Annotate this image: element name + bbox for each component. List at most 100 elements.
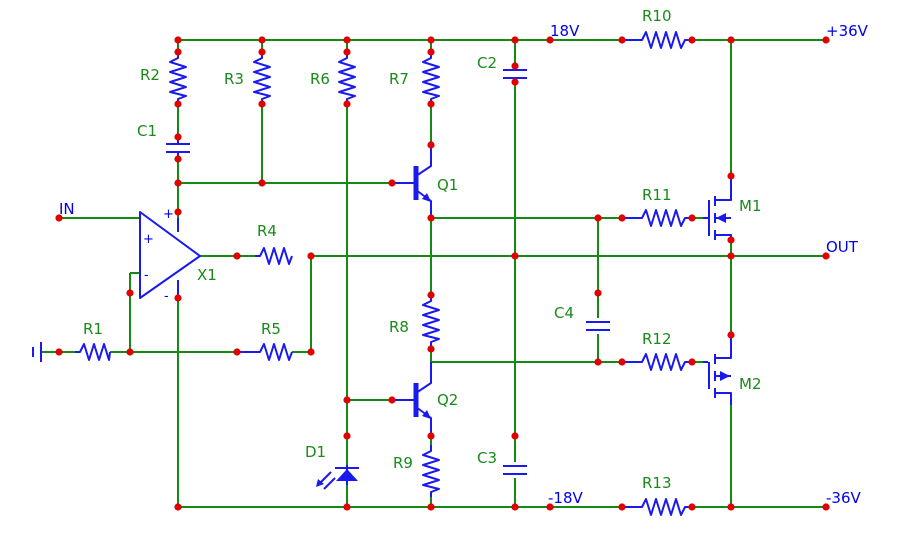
opamp-minus-input-sign: -	[144, 268, 149, 283]
label-C2: C2	[477, 54, 497, 72]
junction-dot	[258, 48, 266, 56]
junction-dot	[174, 208, 182, 216]
resistor-R9	[422, 445, 440, 497]
capacitors	[166, 69, 610, 475]
junction-dot	[727, 236, 735, 244]
label-R2: R2	[140, 66, 160, 84]
junction-dot	[343, 396, 351, 404]
label-R3: R3	[224, 70, 244, 88]
capacitor-C2	[503, 69, 527, 79]
label-R11: R11	[642, 186, 672, 204]
junction-dot	[343, 100, 351, 108]
label-C3: C3	[477, 449, 497, 467]
label-R8: R8	[389, 318, 409, 336]
opamp-X1: + - + -	[139, 207, 201, 304]
junction-dot	[174, 36, 182, 44]
net-label-in: IN	[59, 200, 75, 218]
net-label-out: OUT	[826, 238, 859, 256]
junction-dot	[511, 62, 519, 70]
junction-dot	[727, 172, 735, 180]
label-R4: R4	[257, 222, 277, 240]
junction-dot	[511, 36, 519, 44]
label-Q2: Q2	[437, 391, 458, 409]
net-label-plus36v: +36V	[826, 22, 869, 40]
junction-dot	[618, 503, 626, 511]
junction-dot	[55, 214, 63, 222]
opamp-plus-input-sign: +	[143, 232, 154, 247]
junction-dot	[343, 432, 351, 440]
label-R5: R5	[261, 320, 281, 338]
label-C1: C1	[137, 122, 157, 140]
junction-dot	[427, 503, 435, 511]
junction-dot	[174, 155, 182, 163]
bjt-Q1	[392, 145, 432, 218]
junction-dot	[258, 179, 266, 187]
resistor-R11	[622, 209, 692, 227]
label-X1: X1	[197, 266, 217, 284]
junction-dot	[174, 100, 182, 108]
junction-dot	[258, 100, 266, 108]
junction-dot	[174, 133, 182, 141]
resistor-R7	[422, 52, 440, 104]
junction-dot	[55, 348, 63, 356]
label-R6: R6	[310, 70, 330, 88]
label-Q1: Q1	[437, 176, 458, 194]
junction-dot	[233, 348, 241, 356]
junction-dot	[126, 289, 134, 297]
junction-dot	[427, 36, 435, 44]
capacitor-C4	[586, 321, 610, 331]
label-R10: R10	[642, 7, 672, 25]
junction-dot	[343, 48, 351, 56]
net-label-18v: 18V	[550, 22, 580, 40]
capacitor-C3	[503, 465, 527, 475]
junction-dot	[427, 345, 435, 353]
junction-dot	[388, 179, 396, 187]
junction-dot	[427, 214, 435, 222]
net-label-minus18v: -18V	[548, 489, 583, 507]
resistor-R10	[622, 31, 692, 49]
junction-dot	[822, 503, 830, 511]
junction-dot	[618, 214, 626, 222]
junction-dot	[546, 503, 554, 511]
label-C4: C4	[554, 304, 574, 322]
junction-dot	[343, 503, 351, 511]
component-labels: R2 R3 R6 R7 C1 C2 C3 C4 Q1 Q2 M1 M2 R1 R…	[83, 7, 762, 492]
junction-dot	[427, 432, 435, 440]
junction-dot	[427, 291, 435, 299]
junction-dot	[427, 48, 435, 56]
junction-dots	[55, 36, 830, 511]
junction-dot	[126, 348, 134, 356]
junction-dot	[594, 358, 602, 366]
junction-dot	[388, 396, 396, 404]
junction-dot	[688, 503, 696, 511]
junction-dot	[618, 36, 626, 44]
junction-dot	[343, 36, 351, 44]
junction-dot	[546, 36, 554, 44]
label-R12: R12	[642, 330, 672, 348]
label-D1: D1	[305, 443, 326, 461]
resistor-R8	[422, 295, 440, 349]
junction-dot	[511, 252, 519, 260]
junction-dot	[594, 214, 602, 222]
resistor-R4	[255, 247, 293, 265]
junction-dot	[727, 252, 735, 260]
junction-dot	[688, 214, 696, 222]
junction-dot	[174, 48, 182, 56]
resistor-R3	[253, 52, 271, 104]
junction-dot	[822, 36, 830, 44]
label-M2: M2	[739, 375, 762, 393]
bjt-Q2	[392, 362, 432, 436]
resistor-R6	[338, 52, 356, 104]
label-R1: R1	[83, 320, 103, 338]
label-R7: R7	[389, 70, 409, 88]
resistor-R12	[622, 353, 692, 371]
ground-icon	[32, 342, 42, 362]
resistor-R5	[237, 343, 293, 361]
opamp-vplus-sign: +	[163, 207, 174, 222]
junction-dot	[307, 348, 315, 356]
junction-dot	[233, 252, 241, 260]
junction-dot	[727, 36, 735, 44]
junction-dot	[727, 331, 735, 339]
net-label-minus36v: -36V	[826, 489, 861, 507]
junction-dot	[174, 503, 182, 511]
